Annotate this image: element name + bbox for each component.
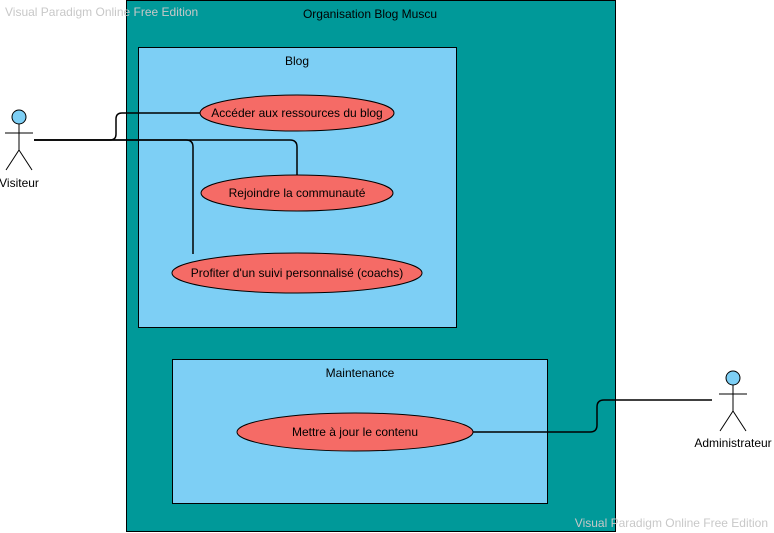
actor-visitor-label: Visiteur <box>0 176 39 190</box>
usecase-join-community[interactable]: Rejoindre la communauté <box>200 174 394 212</box>
package-maintenance-title: Maintenance <box>326 366 395 380</box>
usecase-update-content[interactable]: Mettre à jour le contenu <box>236 412 474 452</box>
watermark-top: Visual Paradigm Online Free Edition <box>5 5 198 19</box>
package-blog-title: Blog <box>285 54 309 68</box>
watermark-bottom: Visual Paradigm Online Free Edition <box>575 516 768 530</box>
association-visitor-join <box>34 139 298 175</box>
usecase-update-content-label: Mettre à jour le contenu <box>292 425 418 439</box>
usecase-access-resources-label: Accéder aux ressources du blog <box>211 106 382 120</box>
actor-administrator-icon <box>719 370 747 432</box>
actor-administrator-label: Administrateur <box>694 436 771 450</box>
association-visitor-coaching <box>34 139 194 254</box>
usecase-join-community-label: Rejoindre la communauté <box>229 186 366 200</box>
system-title: Organisation Blog Muscu <box>303 7 437 21</box>
usecase-access-resources[interactable]: Accéder aux ressources du blog <box>199 94 395 132</box>
usecase-personal-coaching[interactable]: Profiter d'un suivi personnalisé (coachs… <box>171 252 423 294</box>
actor-visitor[interactable]: Visiteur <box>0 109 39 190</box>
association-admin-update <box>473 399 712 433</box>
actor-visitor-icon <box>5 109 33 171</box>
actor-administrator[interactable]: Administrateur <box>694 370 772 450</box>
usecase-personal-coaching-label: Profiter d'un suivi personnalisé (coachs… <box>191 266 403 280</box>
